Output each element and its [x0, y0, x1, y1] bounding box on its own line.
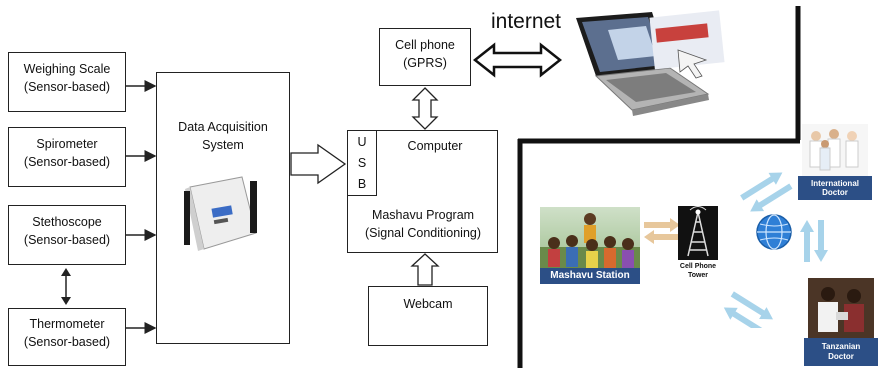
- usb-letter-u: U: [357, 135, 367, 149]
- laptop-image: [576, 10, 725, 116]
- sensor-stethoscope-name: Stethoscope: [32, 215, 102, 229]
- arrows-globe-doctors: [723, 172, 828, 328]
- usb-box: [347, 130, 377, 196]
- webcam-box: [368, 286, 488, 346]
- tanzanian-doctor-photo: [808, 278, 874, 338]
- sensor-box-thermometer: [8, 308, 126, 366]
- tanzanian-doctor-badge: [804, 338, 878, 366]
- computer-program-line2: (Signal Conditioning): [364, 226, 482, 240]
- globe-icon: [756, 214, 792, 250]
- usb-letter-b: B: [357, 177, 367, 191]
- sensor-thermometer-name: Thermometer: [29, 317, 105, 331]
- international-doctor-line2: Doctor: [822, 188, 848, 197]
- international-doctor-badge: [798, 176, 872, 200]
- sensor-spirometer-type: (Sensor-based): [23, 155, 111, 169]
- mashavu-station-label: Mashavu Station: [550, 270, 630, 281]
- sensor-weighing-scale-type: (Sensor-based): [23, 80, 111, 94]
- international-doctor-line1: International: [810, 179, 859, 188]
- sensor-thermometer-type: (Sensor-based): [23, 335, 111, 349]
- block-arrow-internet: [472, 42, 563, 78]
- mashavu-station-badge: [540, 268, 640, 284]
- international-doctor-photo: [802, 124, 868, 176]
- tower-label-line1: Cell Phone: [679, 263, 717, 270]
- arrow-station-to-tower: [644, 218, 680, 244]
- sensor-box-stethoscope: [8, 205, 126, 265]
- mashavu-station-photo: [540, 207, 640, 270]
- cellphone-line1: Cell phone: [395, 38, 455, 52]
- webcam-label: Webcam: [403, 297, 453, 311]
- daq-title-line2: System: [202, 138, 244, 152]
- computer-title: Computer: [407, 139, 463, 153]
- sensor-weighing-scale-name: Weighing Scale: [23, 62, 111, 76]
- sensor-stethoscope-type: (Sensor-based): [23, 233, 111, 247]
- cellphone-line2: (GPRS): [403, 56, 447, 70]
- cellphone-box: [379, 28, 471, 86]
- sensor-box-spirometer: [8, 127, 126, 187]
- daq-title-line1: Data Acquisition: [178, 120, 268, 134]
- block-arrow-cellphone-computer: [411, 87, 439, 130]
- tanzanian-doctor-line1: Tanzanian: [821, 342, 861, 351]
- sensor-spirometer-name: Spirometer: [36, 137, 98, 151]
- internet-label: internet: [490, 10, 562, 33]
- usb-letter-s: S: [357, 156, 367, 170]
- sensor-box-weighing-scale: [8, 52, 126, 112]
- tower-label-line2: Tower: [687, 272, 709, 279]
- block-arrow-daq-to-computer: [290, 143, 347, 185]
- cell-phone-tower-image: [678, 206, 718, 260]
- daq-device-image: [184, 176, 257, 251]
- block-arrow-webcam-to-computer: [410, 253, 440, 286]
- tanzanian-doctor-line2: Doctor: [828, 352, 854, 361]
- computer-program-line1: Mashavu Program: [371, 208, 475, 222]
